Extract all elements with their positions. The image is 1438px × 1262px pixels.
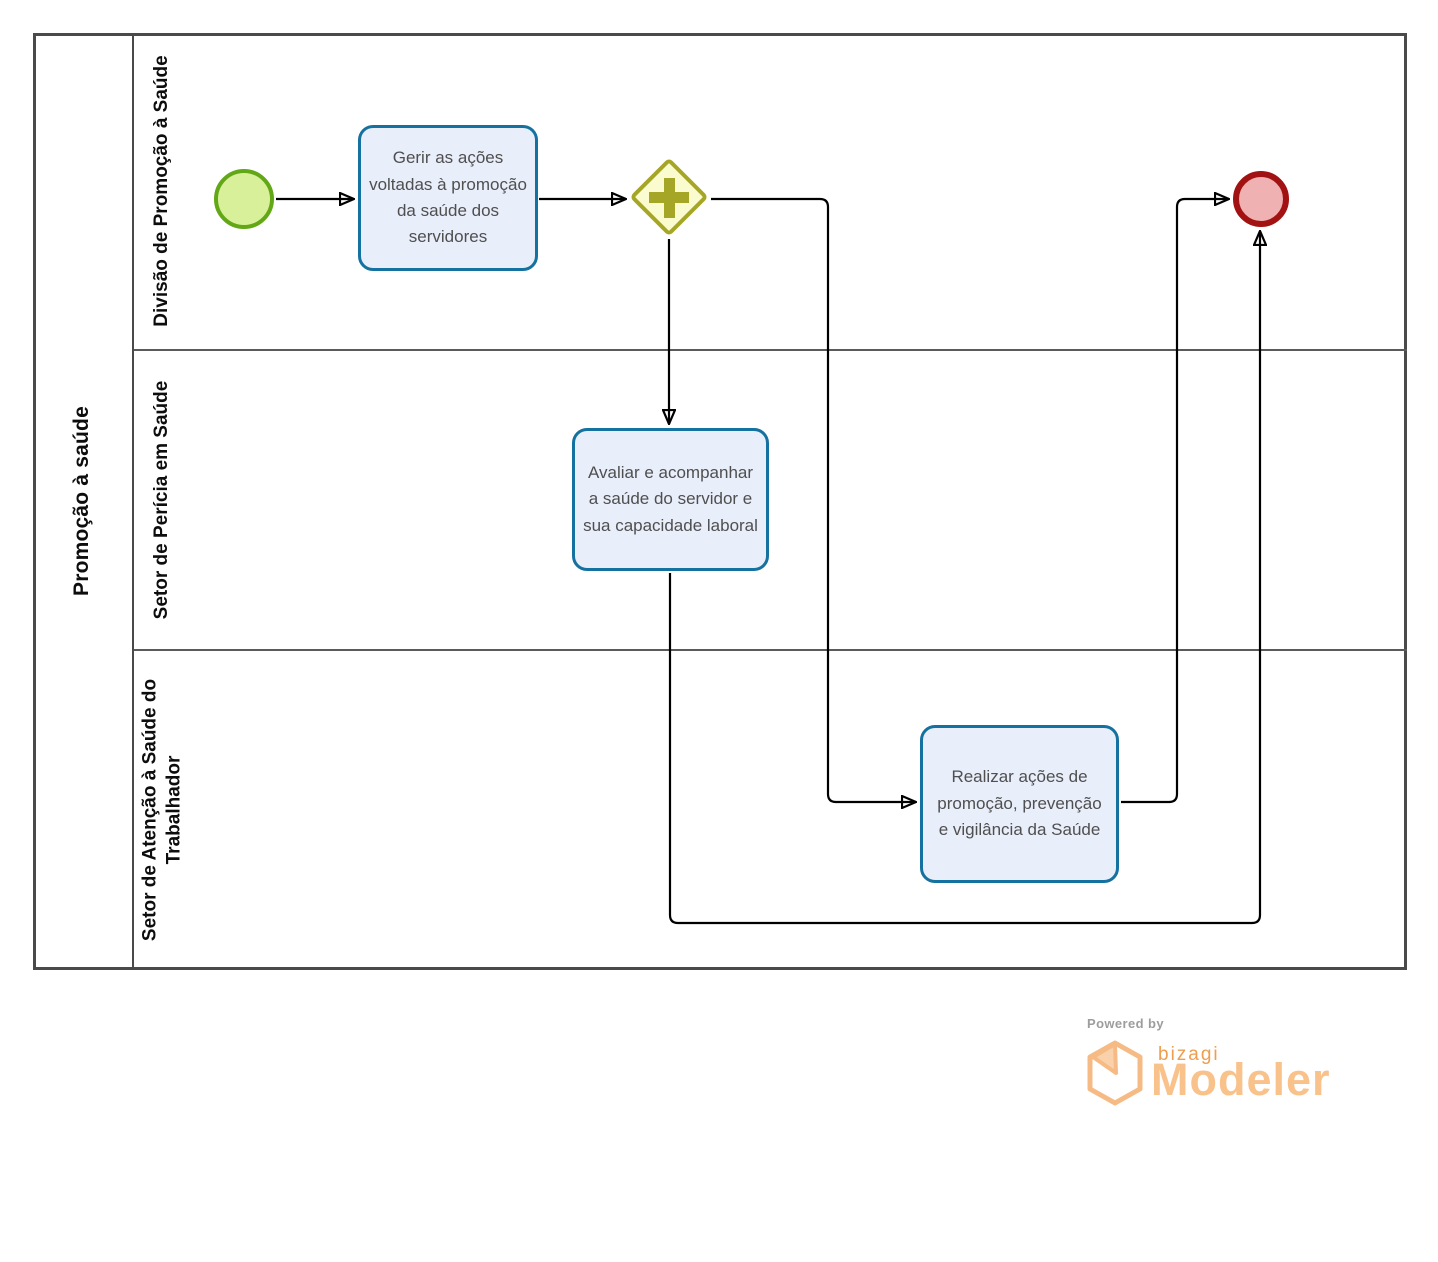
task-avaliar-acompanhar[interactable]: Avaliar e acompanhar a saúde do servidor… bbox=[572, 428, 769, 571]
plus-icon bbox=[664, 178, 675, 218]
modeler-wordmark: Modeler bbox=[1151, 1054, 1331, 1105]
lane-divider bbox=[134, 349, 1407, 351]
bizagi-hexagon-icon bbox=[1087, 1040, 1143, 1106]
pool-title: Promoção à saúde bbox=[70, 406, 93, 596]
lane-label-divisao-de-promocao-a-saude: Divisão de Promoção à Saúde bbox=[151, 55, 172, 327]
bizagi-wordmark: bizagi bbox=[1158, 1044, 1220, 1065]
lane-divider bbox=[134, 649, 1407, 651]
task-realizar-acoes[interactable]: Realizar ações de promoção, prevenção e … bbox=[920, 725, 1119, 883]
pool-header-separator bbox=[132, 33, 134, 970]
start-event[interactable] bbox=[214, 169, 274, 229]
task-gerir-acoes[interactable]: Gerir as ações voltadas à promoção da sa… bbox=[358, 125, 538, 271]
end-event[interactable] bbox=[1233, 171, 1289, 227]
lane-label-setor-de-pericia-em-saude: Setor de Perícia em Saúde bbox=[151, 380, 172, 620]
powered-by-label: Powered by bbox=[1087, 1016, 1164, 1031]
lane-label-setor-de-atencao-a-saude-do-trabalhador: Setor de Atenção à Saúde do Trabalhador bbox=[139, 678, 184, 942]
